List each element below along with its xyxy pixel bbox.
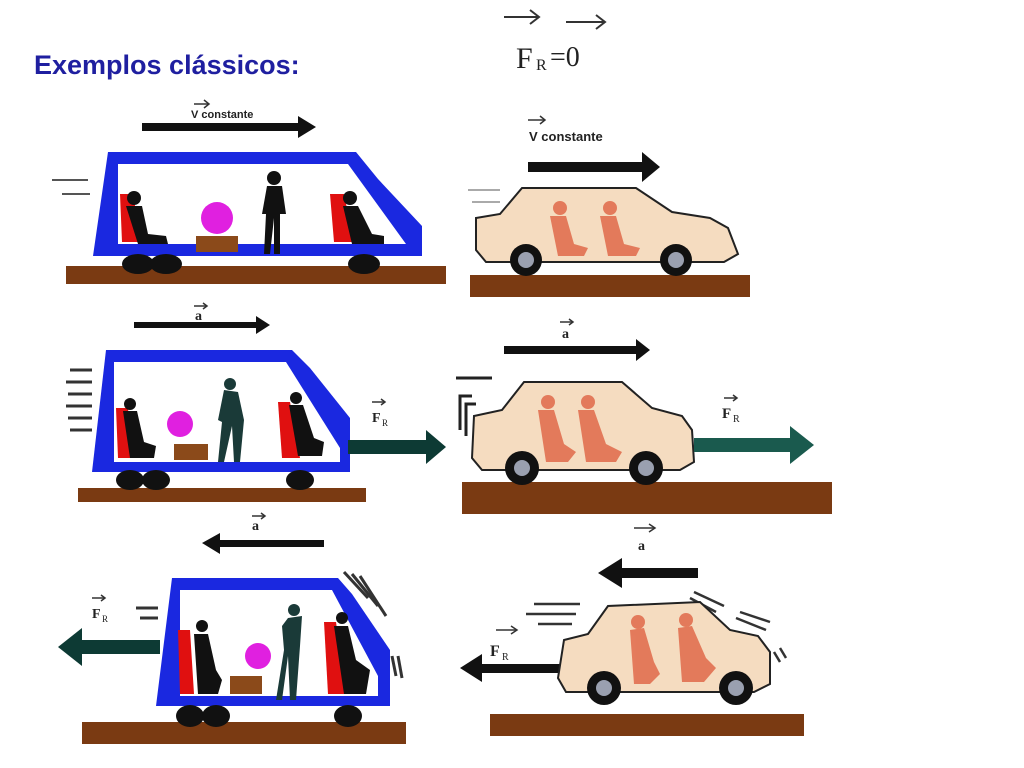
box — [174, 444, 208, 460]
svg-text:R: R — [502, 652, 509, 663]
ball — [245, 643, 271, 669]
svg-text:F: F — [490, 643, 500, 660]
ground — [78, 488, 366, 502]
resultant-force-arrow: F R — [694, 394, 814, 464]
svg-text:a: a — [195, 309, 202, 324]
svg-text:R: R — [733, 414, 740, 425]
box — [196, 236, 238, 252]
wheel-icon — [587, 671, 753, 705]
svg-text:F: F — [372, 411, 381, 426]
acceleration-arrow: a — [134, 302, 270, 334]
formula-f: F — [516, 42, 533, 75]
acceleration-arrow: a — [504, 318, 650, 361]
seat-front — [324, 622, 346, 694]
ball — [201, 202, 233, 234]
resultant-force-arrow: F R — [460, 625, 574, 682]
svg-text:a: a — [562, 327, 569, 342]
seat-front — [278, 402, 300, 458]
seat-back — [178, 630, 194, 694]
passenger-silhouette — [538, 395, 622, 462]
ground — [66, 266, 446, 284]
wheel-icon — [116, 470, 314, 490]
beige-car-braking: a F R — [460, 523, 804, 736]
ground — [462, 482, 832, 514]
acceleration-arrow: a — [202, 512, 324, 554]
svg-text:V constante: V constante — [529, 129, 603, 144]
svg-text:R: R — [382, 418, 388, 428]
vector-arrow-icon — [566, 14, 607, 30]
svg-text:a: a — [252, 519, 259, 534]
svg-text:a: a — [638, 539, 645, 554]
box — [230, 676, 262, 694]
ground — [470, 275, 750, 297]
acceleration-arrow: a — [598, 523, 698, 588]
standing-person — [218, 378, 244, 462]
formula-subscript: R — [536, 57, 547, 74]
svg-text:R: R — [102, 614, 108, 624]
motion-lines — [136, 570, 404, 679]
beige-car-accelerating: a F R — [456, 318, 832, 514]
wheel-icon — [510, 244, 692, 276]
motion-lines — [66, 368, 92, 432]
ground — [82, 722, 406, 744]
blue-car-braking: a F R — [58, 512, 406, 744]
resultant-force-arrow: F R — [348, 398, 446, 464]
wheel-icon — [176, 705, 362, 727]
motion-lines — [468, 189, 500, 203]
vector-arrow-icon — [504, 9, 541, 25]
ball — [167, 411, 193, 437]
wheel-icon — [122, 254, 380, 274]
resultant-force-arrow: F R — [58, 594, 160, 666]
resultant-force-zero-formula: F R =0 — [504, 9, 607, 75]
passenger-silhouette — [123, 398, 156, 458]
driver-silhouette — [289, 392, 324, 456]
ground — [490, 714, 804, 736]
svg-text:V constante: V constante — [191, 109, 253, 121]
passenger-silhouette — [194, 620, 222, 694]
passenger-silhouette — [630, 613, 716, 684]
velocity-arrow: V constante — [528, 115, 660, 182]
velocity-arrow: V constante — [142, 99, 316, 138]
driver-silhouette — [334, 612, 370, 694]
wheel-icon — [505, 451, 663, 485]
blue-car-constant-velocity: V constante — [52, 99, 446, 284]
page-title: Exemplos clássicos: — [34, 50, 300, 80]
seat-front — [330, 194, 354, 242]
svg-text:F: F — [722, 406, 731, 422]
car-body — [556, 600, 771, 693]
driver-silhouette — [343, 191, 384, 244]
passenger-silhouette — [550, 201, 640, 256]
passenger-silhouette — [126, 191, 168, 244]
blue-car-accelerating: a F R — [66, 302, 446, 502]
motion-lines — [456, 376, 492, 436]
standing-person — [276, 604, 302, 700]
svg-text:F: F — [92, 607, 101, 622]
standing-person — [262, 171, 286, 254]
motion-lines — [52, 179, 90, 195]
formula-rhs: =0 — [550, 42, 580, 73]
beige-car-constant-velocity: V constante — [468, 115, 750, 297]
